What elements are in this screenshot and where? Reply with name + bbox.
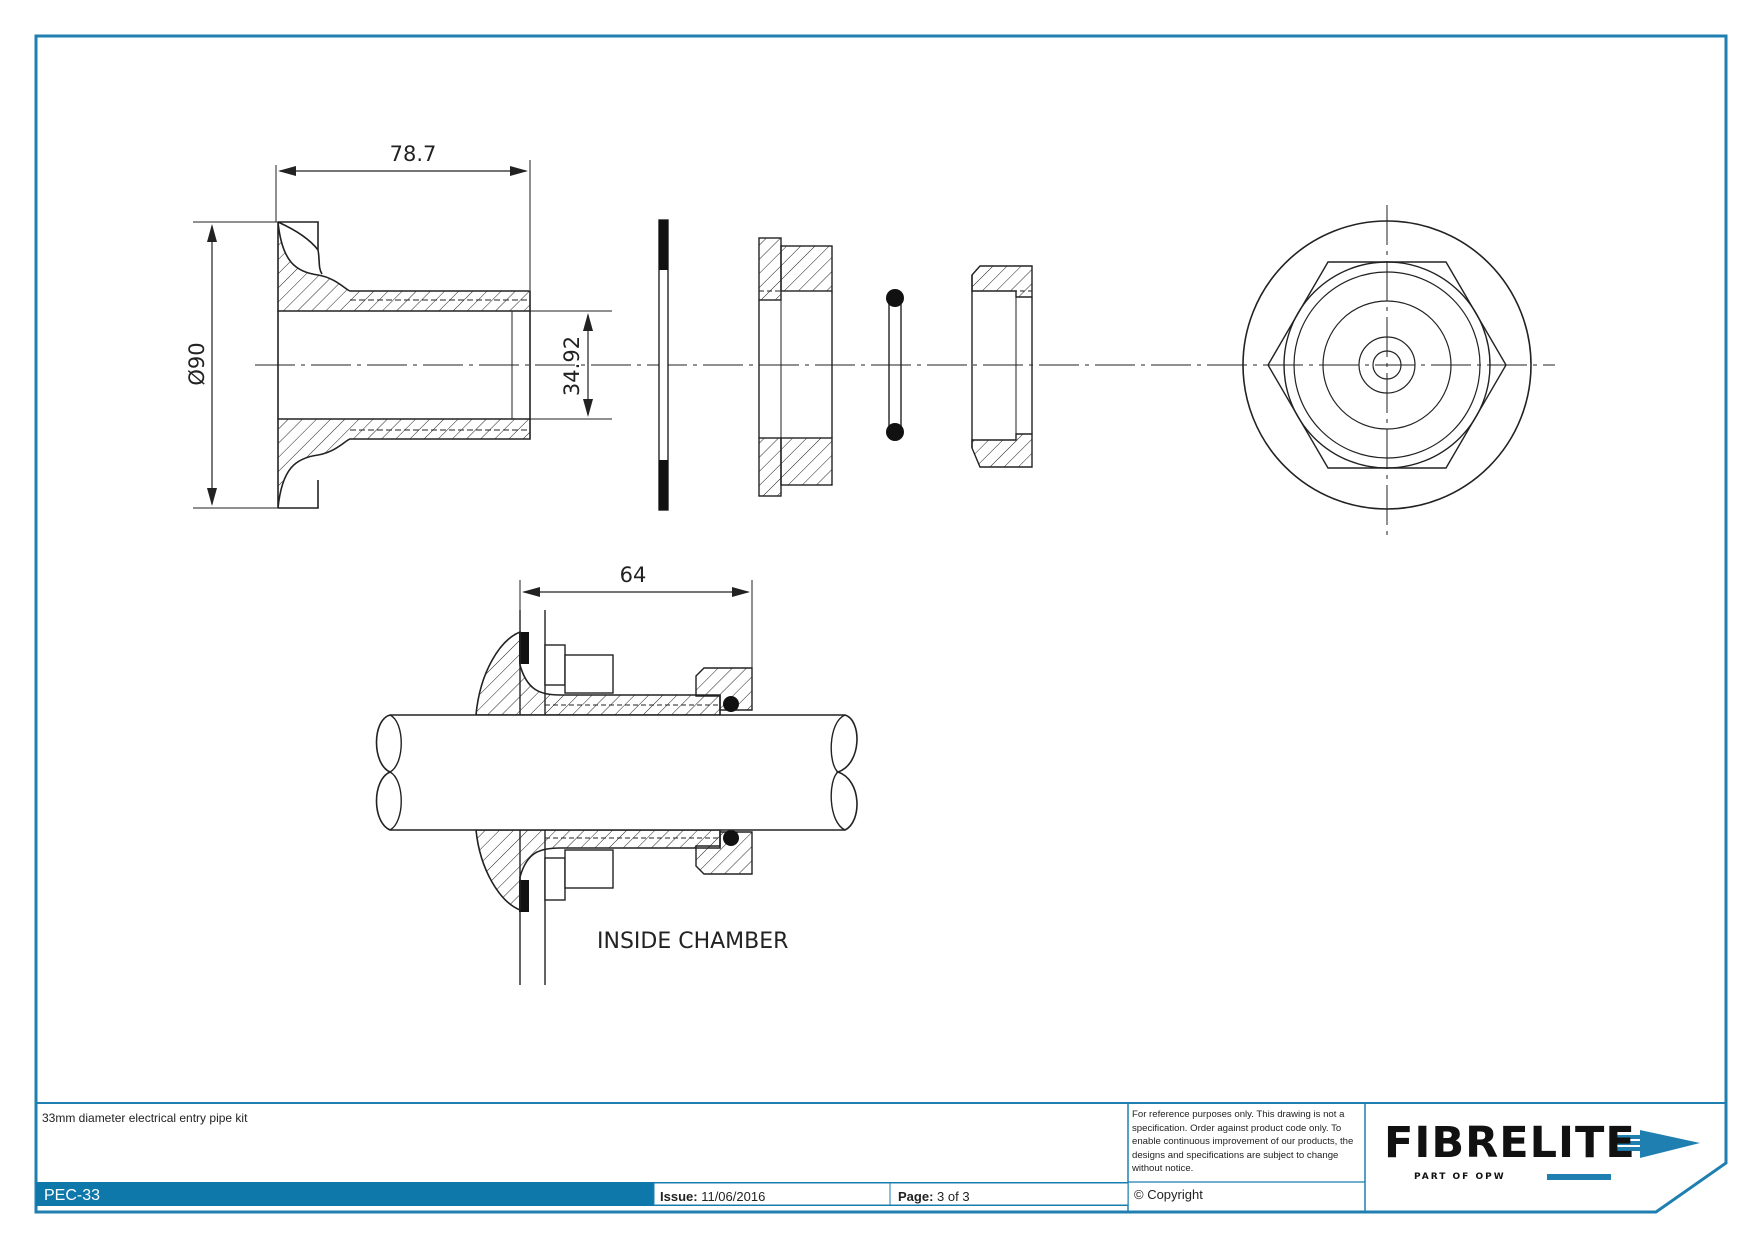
issue-label: Issue:	[660, 1189, 698, 1204]
page-value: 3 of 3	[937, 1189, 970, 1204]
dim-installed-length: 64	[519, 563, 753, 668]
dim-bore: 34.92	[530, 310, 612, 420]
brand-subtitle: PART OF OPW	[1414, 1172, 1506, 1182]
inside-chamber-label: INSIDE CHAMBER	[597, 929, 788, 954]
drawing-description: 33mm diameter electrical entry pipe kit	[42, 1111, 248, 1125]
issue-value: 11/06/2016	[701, 1189, 766, 1204]
dim-bore-label: 34.92	[560, 336, 584, 396]
gasket	[658, 219, 669, 511]
dim-installed-length-label: 64	[620, 563, 647, 587]
end-view	[1242, 205, 1532, 540]
brand-name: FIBRELITE	[1384, 1118, 1636, 1168]
dim-flange-dia-label: Ø90	[185, 342, 209, 385]
page-cell: Page: 3 of 3	[898, 1189, 970, 1204]
dim-flange-dia: Ø90	[185, 221, 306, 509]
fibrelite-logo-mark	[1614, 1130, 1700, 1158]
o-ring	[886, 289, 904, 441]
title-block	[36, 1102, 1726, 1212]
assembly-view	[375, 610, 858, 985]
reference-note: For reference purposes only. This drawin…	[1132, 1109, 1354, 1174]
body-section	[277, 221, 531, 509]
product-code: PEC-33	[44, 1187, 101, 1204]
compression-cap	[971, 265, 1033, 468]
dim-length: 78.7	[275, 142, 531, 290]
page-label: Page:	[898, 1189, 934, 1204]
copyright: © Copyright	[1134, 1187, 1203, 1202]
lock-nut	[758, 237, 833, 497]
dim-length-label: 78.7	[390, 142, 437, 166]
sheet-border	[34, 34, 1728, 1214]
issue-cell: Issue: 11/06/2016	[660, 1189, 765, 1204]
